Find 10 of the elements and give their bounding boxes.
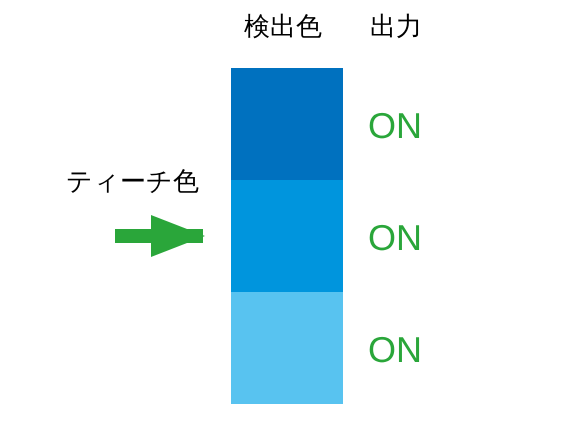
color-band	[231, 292, 343, 404]
color-band	[231, 180, 343, 292]
annotation-label: ティーチ色	[66, 169, 199, 195]
color-band	[231, 68, 343, 180]
column-header: 出力	[370, 14, 422, 40]
output-status: ON	[368, 332, 422, 368]
output-status: ON	[368, 220, 422, 256]
arrow	[115, 215, 205, 257]
column-header: 検出色	[244, 14, 322, 40]
output-status: ON	[368, 108, 422, 144]
